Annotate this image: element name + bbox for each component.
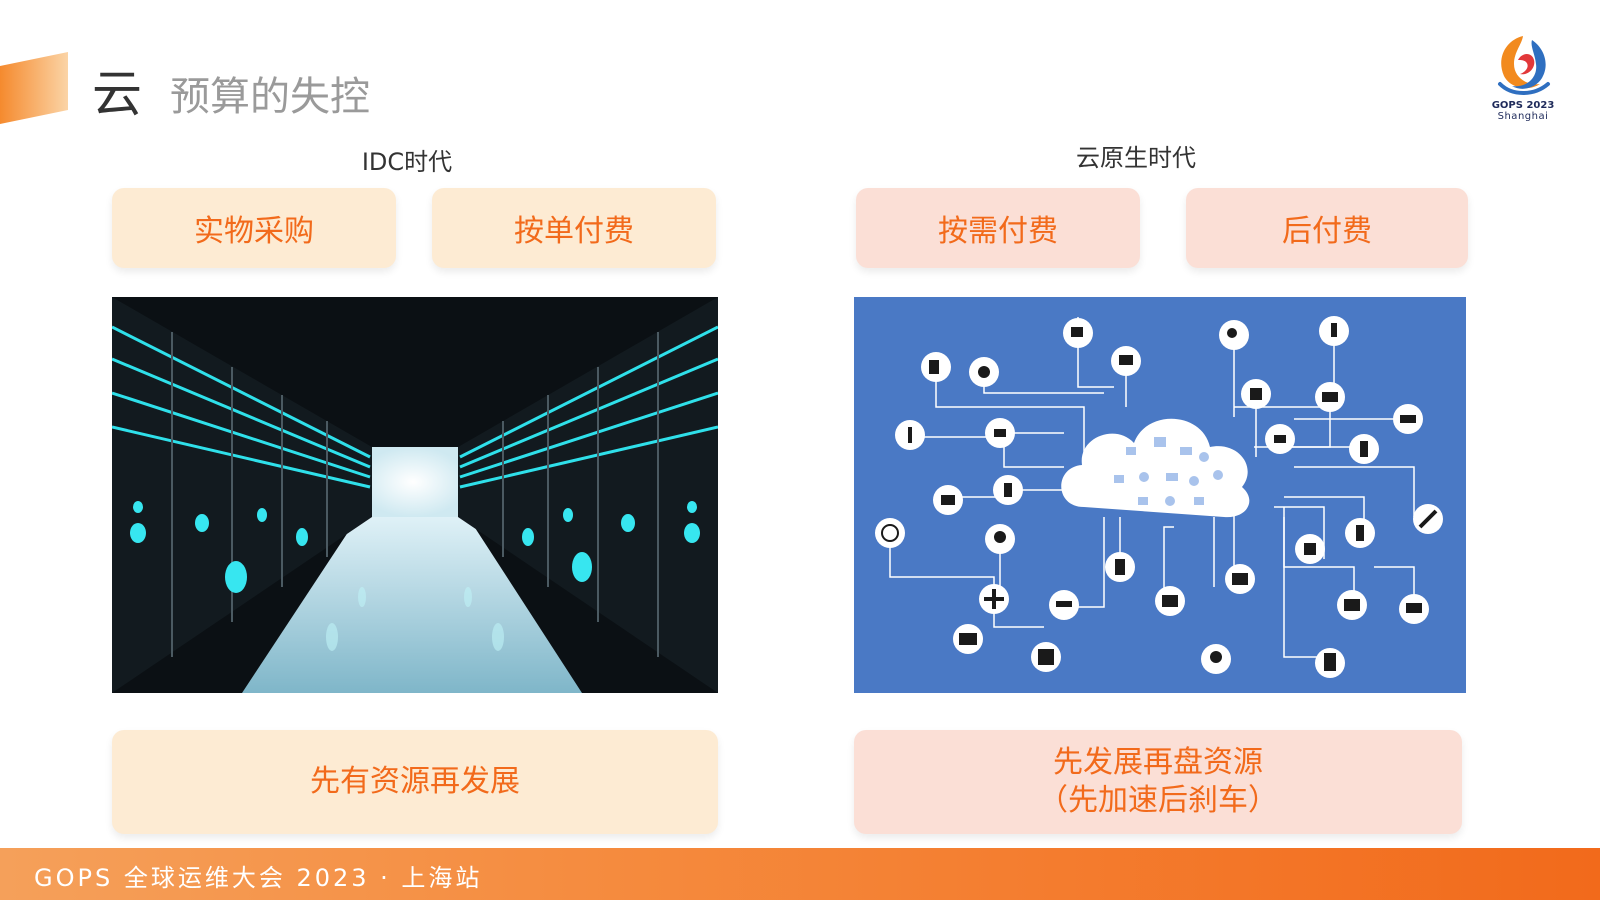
idc-conclusion-box: 先有资源再发展 xyxy=(112,730,718,834)
cloud-native-era-heading: 云原生时代 xyxy=(1076,144,1196,172)
flame-logo-icon xyxy=(1498,36,1550,95)
pay-on-demand-pill: 按需付费 xyxy=(856,188,1140,268)
cloud-conclusion-line2: （先加速后刹车） xyxy=(1038,783,1278,818)
accent-bar xyxy=(0,52,68,124)
idc-conclusion-text: 先有资源再发展 xyxy=(310,764,520,799)
logo-year-text: GOPS 2023 xyxy=(1491,100,1555,111)
page-title: 云 xyxy=(92,65,142,123)
server-room-image xyxy=(112,297,718,693)
footer-text: GOPS 全球运维大会 2023 · 上海站 xyxy=(34,864,483,892)
iot-cloud-image xyxy=(854,297,1466,693)
pay-per-order-pill: 按单付费 xyxy=(432,188,716,268)
idc-era-heading: IDC时代 xyxy=(361,148,453,176)
footer-banner: GOPS 全球运维大会 2023 · 上海站 xyxy=(0,848,1600,900)
postpaid-pill: 后付费 xyxy=(1186,188,1468,268)
gops-logo: GOPS 2023 Shanghai xyxy=(1478,30,1568,130)
cloud-conclusion-line1: 先发展再盘资源 xyxy=(1053,745,1263,780)
physical-purchase-pill: 实物采购 xyxy=(112,188,396,268)
logo-city-text: Shanghai xyxy=(1497,111,1549,122)
cloud-conclusion-box: 先发展再盘资源 （先加速后刹车） xyxy=(854,730,1462,834)
page-subtitle: 预算的失控 xyxy=(170,74,370,120)
